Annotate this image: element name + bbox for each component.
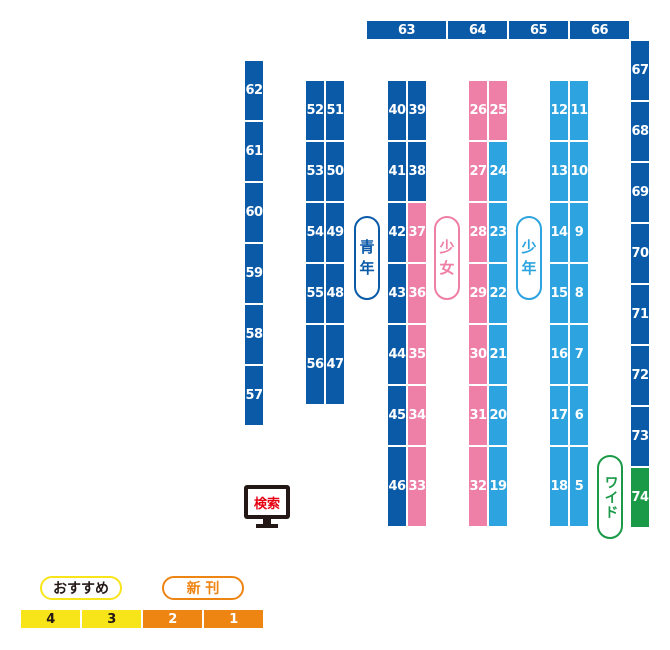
recommend-label: おすすめ: [40, 576, 122, 600]
shelf-23[interactable]: 23: [488, 202, 508, 263]
shelf-32[interactable]: 32: [468, 446, 488, 527]
shelf-55[interactable]: 55: [305, 263, 325, 324]
shelf-12[interactable]: 12: [549, 80, 569, 141]
shelf-67[interactable]: 67: [630, 40, 650, 101]
shelf-4-recommend[interactable]: 4: [20, 609, 81, 629]
search-label: 検索: [248, 489, 286, 515]
genre-label-wide: ワイド: [597, 455, 623, 539]
shelf-51[interactable]: 51: [325, 80, 345, 141]
shelf-72[interactable]: 72: [630, 345, 650, 406]
shelf-13[interactable]: 13: [549, 141, 569, 202]
shelf-46[interactable]: 46: [387, 446, 407, 527]
shelf-71[interactable]: 71: [630, 284, 650, 345]
shelf-33[interactable]: 33: [407, 446, 427, 527]
shelf-44[interactable]: 44: [387, 324, 407, 385]
shelf-5[interactable]: 5: [569, 446, 589, 527]
seinen-char-1: 青: [359, 238, 375, 256]
shounen-char-2: 年: [521, 259, 537, 277]
shelf-53[interactable]: 53: [305, 141, 325, 202]
shelf-59[interactable]: 59: [244, 243, 264, 304]
shelf-16[interactable]: 16: [549, 324, 569, 385]
genre-label-shoujo: 少 女: [434, 216, 460, 300]
shelf-18[interactable]: 18: [549, 446, 569, 527]
shelf-54[interactable]: 54: [305, 202, 325, 263]
shelf-74-wide[interactable]: 74: [630, 467, 650, 528]
search-terminal-icon[interactable]: 検索: [244, 485, 290, 529]
shelf-20[interactable]: 20: [488, 385, 508, 446]
shelf-34[interactable]: 34: [407, 385, 427, 446]
shelf-22[interactable]: 22: [488, 263, 508, 324]
shelf-3-recommend[interactable]: 3: [81, 609, 142, 629]
shelf-50[interactable]: 50: [325, 141, 345, 202]
shoujo-char-2: 女: [439, 259, 455, 277]
shelf-63[interactable]: 63: [366, 20, 447, 40]
shelf-37[interactable]: 37: [407, 202, 427, 263]
shelf-27[interactable]: 27: [468, 141, 488, 202]
shelf-60[interactable]: 60: [244, 182, 264, 243]
wide-label: ワイド: [602, 474, 619, 520]
shelf-10[interactable]: 10: [569, 141, 589, 202]
shelf-31[interactable]: 31: [468, 385, 488, 446]
shelf-21[interactable]: 21: [488, 324, 508, 385]
shelf-49[interactable]: 49: [325, 202, 345, 263]
shelf-52[interactable]: 52: [305, 80, 325, 141]
seinen-char-2: 年: [359, 259, 375, 277]
shelf-42[interactable]: 42: [387, 202, 407, 263]
shelf-35[interactable]: 35: [407, 324, 427, 385]
shelf-38[interactable]: 38: [407, 141, 427, 202]
shelf-61[interactable]: 61: [244, 121, 264, 182]
shelf-7[interactable]: 7: [569, 324, 589, 385]
shelf-1-new[interactable]: 1: [203, 609, 264, 629]
shelf-39[interactable]: 39: [407, 80, 427, 141]
shelf-62[interactable]: 62: [244, 60, 264, 121]
shelf-64[interactable]: 64: [447, 20, 508, 40]
new-release-label: 新 刊: [162, 576, 244, 600]
shounen-char-1: 少: [521, 238, 537, 256]
shelf-24[interactable]: 24: [488, 141, 508, 202]
shelf-66[interactable]: 66: [569, 20, 630, 40]
shelf-73[interactable]: 73: [630, 406, 650, 467]
shelf-8[interactable]: 8: [569, 263, 589, 324]
shelf-6[interactable]: 6: [569, 385, 589, 446]
shelf-58[interactable]: 58: [244, 304, 264, 365]
shelf-41[interactable]: 41: [387, 141, 407, 202]
genre-label-shounen: 少 年: [516, 216, 542, 300]
shelf-56[interactable]: 56: [305, 324, 325, 405]
shelf-65[interactable]: 65: [508, 20, 569, 40]
shelf-2-new[interactable]: 2: [142, 609, 203, 629]
shelf-29[interactable]: 29: [468, 263, 488, 324]
genre-label-seinen: 青 年: [354, 216, 380, 300]
shelf-69[interactable]: 69: [630, 162, 650, 223]
shelf-25[interactable]: 25: [488, 80, 508, 141]
shelf-19[interactable]: 19: [488, 446, 508, 527]
shelf-40[interactable]: 40: [387, 80, 407, 141]
shelf-15[interactable]: 15: [549, 263, 569, 324]
shelf-9[interactable]: 9: [569, 202, 589, 263]
shoujo-char-1: 少: [439, 238, 455, 256]
shelf-26[interactable]: 26: [468, 80, 488, 141]
shelf-30[interactable]: 30: [468, 324, 488, 385]
shelf-70[interactable]: 70: [630, 223, 650, 284]
shelf-36[interactable]: 36: [407, 263, 427, 324]
shelf-47[interactable]: 47: [325, 324, 345, 405]
shelf-57[interactable]: 57: [244, 365, 264, 426]
shelf-14[interactable]: 14: [549, 202, 569, 263]
shelf-28[interactable]: 28: [468, 202, 488, 263]
shelf-43[interactable]: 43: [387, 263, 407, 324]
shelf-17[interactable]: 17: [549, 385, 569, 446]
shelf-68[interactable]: 68: [630, 101, 650, 162]
shelf-48[interactable]: 48: [325, 263, 345, 324]
shelf-45[interactable]: 45: [387, 385, 407, 446]
shelf-11[interactable]: 11: [569, 80, 589, 141]
